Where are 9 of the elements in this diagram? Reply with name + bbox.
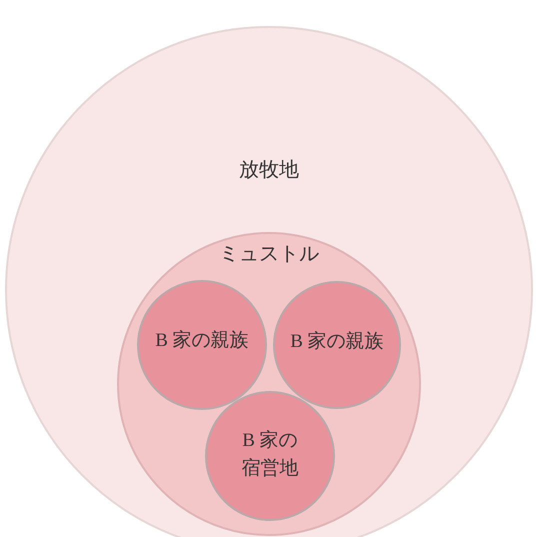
circle-label: B 家の親族 <box>154 329 250 353</box>
circle-label: ミュストル <box>218 242 320 267</box>
circle-label: 放牧地 <box>238 158 300 183</box>
circle-label: B 家の宿営地 <box>240 429 300 481</box>
kin-circle <box>273 281 401 409</box>
kin-circle <box>137 280 267 410</box>
circle-label: B 家の親族 <box>289 330 385 354</box>
campsite-circle <box>205 391 335 521</box>
camp-circle <box>117 232 421 536</box>
